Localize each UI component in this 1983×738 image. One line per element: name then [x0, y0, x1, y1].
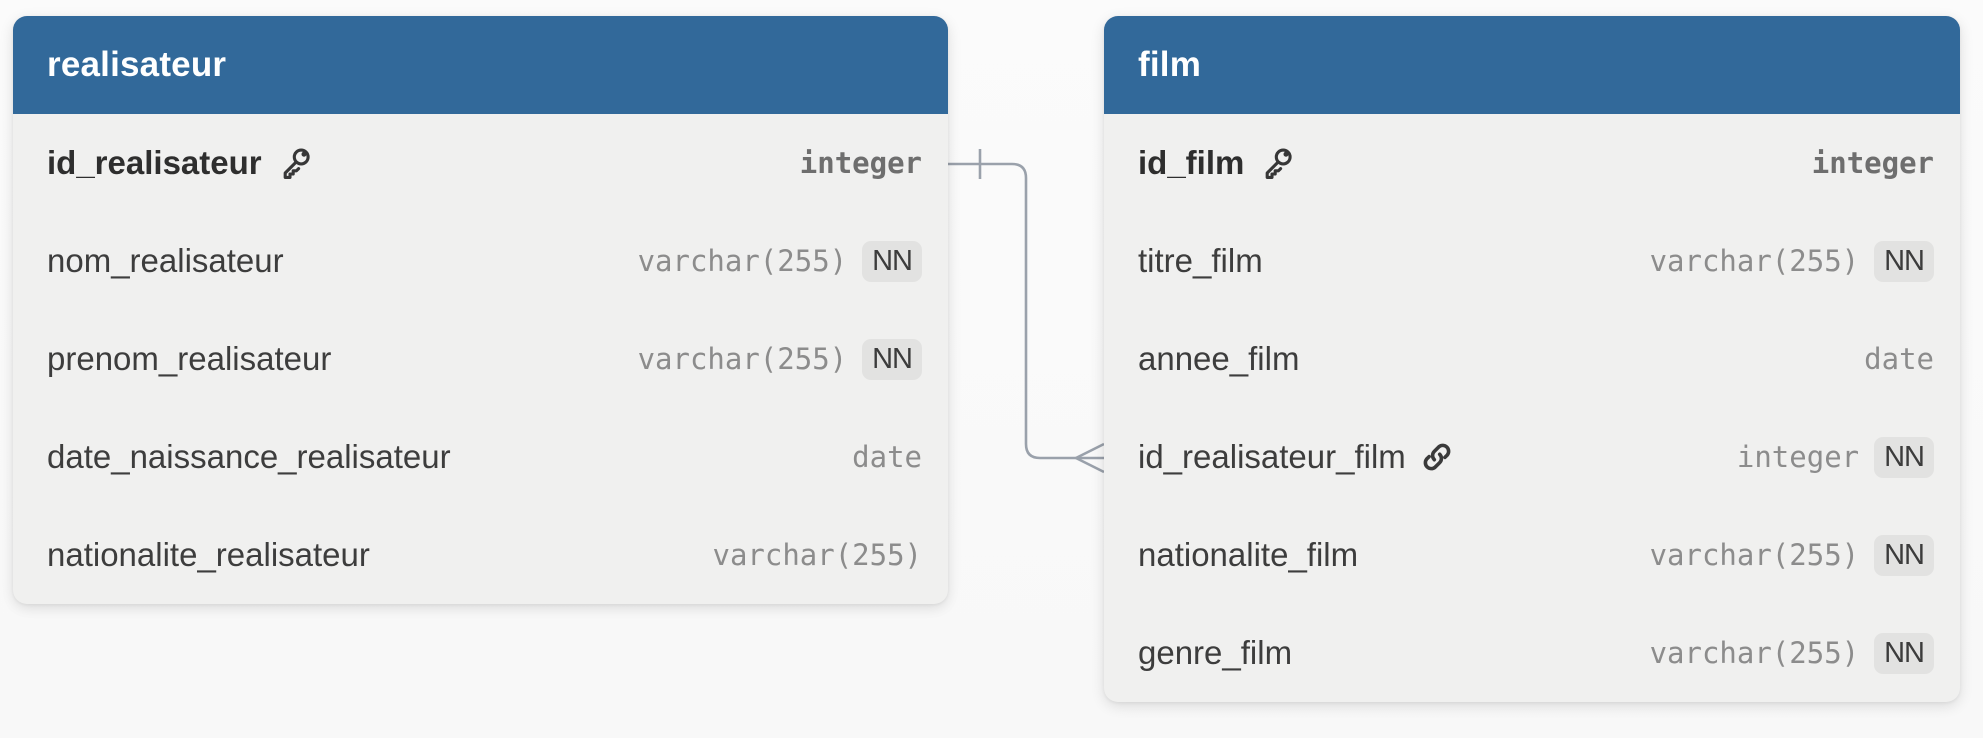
not-null-badge: NN	[862, 240, 922, 282]
field-row-titre_film[interactable]: titre_film varchar(255) NN	[1104, 212, 1960, 310]
field-type: date	[1864, 342, 1934, 376]
field-name: annee_film	[1138, 340, 1300, 377]
field-row-id_film[interactable]: id_film integer	[1104, 114, 1960, 212]
primary-key-icon	[276, 145, 313, 182]
field-name: id_realisateur_film	[1138, 438, 1406, 475]
field-row-nationalite_realisateur[interactable]: nationalite_realisateur varchar(255)	[13, 506, 948, 604]
field-type: varchar(255)	[1649, 538, 1860, 572]
field-type: varchar(255)	[712, 538, 922, 572]
field-type: integer	[799, 146, 922, 180]
primary-key-icon	[1258, 145, 1295, 182]
field-row-date_naissance_realisateur[interactable]: date_naissance_realisateur date	[13, 408, 948, 506]
table-realisateur-header[interactable]: realisateur	[13, 16, 948, 114]
table-realisateur[interactable]: realisateur id_realisateur integer nom_rea…	[13, 16, 948, 604]
field-name: genre_film	[1138, 634, 1293, 671]
not-null-badge: NN	[1874, 240, 1934, 282]
foreign-key-icon	[1420, 440, 1454, 474]
field-row-genre_film[interactable]: genre_film varchar(255) NN	[1104, 604, 1960, 702]
field-type: varchar(255)	[1649, 244, 1860, 278]
field-row-prenom_realisateur[interactable]: prenom_realisateur varchar(255) NN	[13, 310, 948, 408]
cardinality-many-marker	[1075, 442, 1105, 474]
field-row-nationalite_film[interactable]: nationalite_film varchar(255) NN	[1104, 506, 1960, 604]
field-name: id_film	[1138, 144, 1245, 181]
not-null-badge: NN	[1874, 436, 1934, 478]
field-name: titre_film	[1138, 242, 1263, 279]
not-null-badge: NN	[1874, 632, 1934, 674]
field-type: integer	[1736, 440, 1860, 474]
field-name: nom_realisateur	[47, 242, 284, 279]
not-null-badge: NN	[862, 338, 922, 380]
field-name: nationalite_film	[1138, 536, 1359, 573]
field-row-nom_realisateur[interactable]: nom_realisateur varchar(255) NN	[13, 212, 948, 310]
table-title: film	[1138, 45, 1202, 84]
field-name: prenom_realisateur	[47, 340, 332, 377]
field-name: id_realisateur	[47, 144, 262, 181]
field-row-id_realisateur[interactable]: id_realisateur integer	[13, 114, 948, 212]
table-film-header[interactable]: film	[1104, 16, 1960, 114]
not-null-badge: NN	[1874, 534, 1934, 576]
field-row-annee_film[interactable]: annee_film date	[1104, 310, 1960, 408]
field-row-id_realisateur_film[interactable]: id_realisateur_film integer NN	[1104, 408, 1960, 506]
field-type: varchar(255)	[637, 244, 848, 278]
field-name: date_naissance_realisateur	[47, 438, 451, 475]
relationship-one-to-many[interactable]	[948, 149, 1105, 474]
field-type: integer	[1811, 146, 1934, 180]
field-type: varchar(255)	[1649, 636, 1860, 670]
field-type: varchar(255)	[637, 342, 848, 376]
field-type: date	[852, 440, 922, 474]
table-title: realisateur	[47, 45, 227, 84]
field-name: nationalite_realisateur	[47, 536, 370, 573]
